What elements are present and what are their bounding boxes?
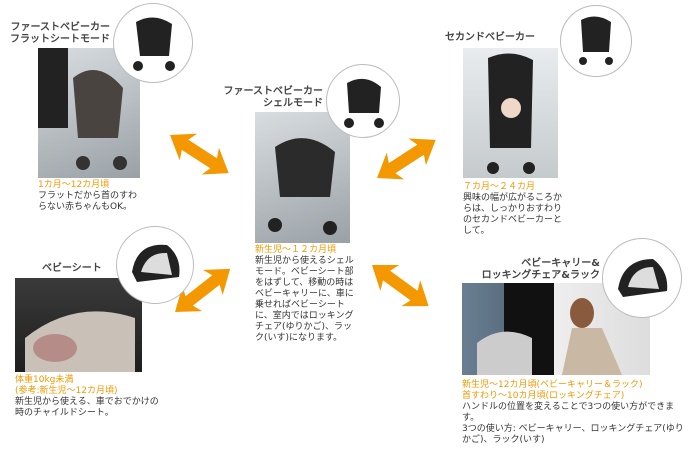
- seat-photo: [15, 278, 142, 372]
- carrier-desc-2: 3つの使い方: ベビーキャリー、ロッキングチェア(ゆりかご)、ラック(いす): [462, 424, 684, 445]
- carrier-title-line1: ベビーキャリー&: [521, 258, 600, 269]
- second-age: ７カ月～２４カ月: [463, 182, 536, 192]
- carrier-product-circle: [602, 238, 682, 318]
- seat-age-1: 体重10kg未満: [15, 375, 74, 385]
- shell-title-line2: シェルモード: [263, 98, 323, 109]
- shell-age: 新生児～１２カ月頃: [255, 245, 337, 255]
- shell-title: ファーストベビーカーシェルモード: [224, 86, 324, 110]
- flat-desc: フラットだから首のすわらない赤ちゃんもOK。: [38, 191, 138, 212]
- shell-title-line1: ファーストベビーカー: [223, 86, 324, 97]
- carrier-title: ベビーキャリー&ロッキングチェア&ラック: [482, 258, 600, 282]
- seat-product-circle: [116, 226, 194, 304]
- shell-caption: 新生児～１２カ月頃 新生児から使えるシェルモード。ベビーシート部をはずして、移動…: [255, 245, 361, 344]
- flat-product-circle: [113, 3, 193, 83]
- carrier-caption: 新生児～12カ月頃(ベビーキャリー＆ラック) 首すわり～10カ月頃(ロッキングチ…: [462, 380, 687, 446]
- stroller-icon: [344, 78, 384, 128]
- second-mode-photo: [463, 48, 558, 178]
- shell-product-circle: [326, 64, 400, 138]
- seat-age-2: (参考:新生児～12カ月頃): [15, 386, 118, 396]
- flat-caption: 1カ月～12カ月頃 フラットだから首のすわらない赤ちゃんもOK。: [38, 180, 143, 213]
- carrier-age-2: 首すわり～10カ月頃(ロッキングチェア): [462, 391, 625, 401]
- carrier-title-line2: ロッキングチェア&ラック: [481, 270, 600, 281]
- second-caption: ７カ月～２４カ月 興味の幅が広がるころからは、しっかりおすわりのセカンドベビーカ…: [463, 182, 563, 237]
- baby-carrier-icon: [618, 259, 668, 297]
- stroller-icon: [133, 17, 175, 71]
- seat-caption: 体重10kg未満 (参考:新生児～12カ月頃) 新生児から使える、車でおでかけの…: [15, 375, 160, 419]
- baby-seat-icon: [132, 244, 180, 282]
- flat-age: 1カ月～12カ月頃: [38, 180, 110, 190]
- second-product-circle: [560, 5, 632, 77]
- seat-desc: 新生児から使える、車でおでかけの時のチャイルドシート。: [15, 397, 159, 418]
- second-title: セカンドベビーカー: [445, 32, 535, 44]
- shell-desc: 新生児から使えるシェルモード。ベビーシート部をはずして、移動の時はベビーキャリー…: [255, 256, 354, 343]
- seat-title-line1: ベビーシート: [42, 263, 102, 274]
- carrier-desc-1: ハンドルの位置を変えることで3つの使い方ができます。: [462, 402, 675, 423]
- arrow-flat-shell: [161, 121, 238, 187]
- shell-mode-photo: [255, 112, 350, 243]
- stroller-icon: [579, 16, 613, 65]
- flat-title-line2: フラットシートモード: [10, 34, 110, 45]
- arrow-shell-carrier: [362, 252, 439, 320]
- flat-title-line1: ファーストベビーカー: [10, 22, 111, 33]
- flat-title: ファーストベビーカーフラットシートモード: [10, 22, 110, 46]
- carrier-age-1: 新生児～12カ月頃(ベビーキャリー＆ラック): [462, 380, 643, 390]
- second-desc: 興味の幅が広がるころからは、しっかりおすわりのセカンドベビーカーとして。: [463, 193, 563, 236]
- seat-title: ベビーシート: [42, 263, 102, 275]
- second-title-line1: セカンドベビーカー: [445, 32, 535, 43]
